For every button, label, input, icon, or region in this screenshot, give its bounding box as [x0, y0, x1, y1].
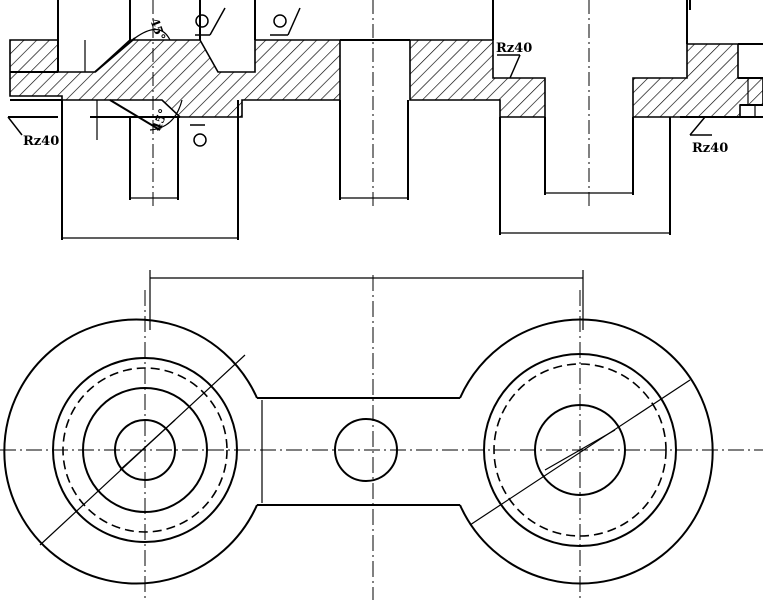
- hatched-section: [9, 39, 763, 118]
- roughness-label: Rz40: [496, 41, 532, 56]
- roughness-label: Rz40: [692, 141, 728, 156]
- plan-view: [0, 270, 763, 600]
- angle-label: 45°: [150, 107, 171, 133]
- angle-label: 45°: [147, 16, 168, 42]
- section-view: [7, 0, 763, 240]
- roughness-label: Rz40: [23, 134, 59, 149]
